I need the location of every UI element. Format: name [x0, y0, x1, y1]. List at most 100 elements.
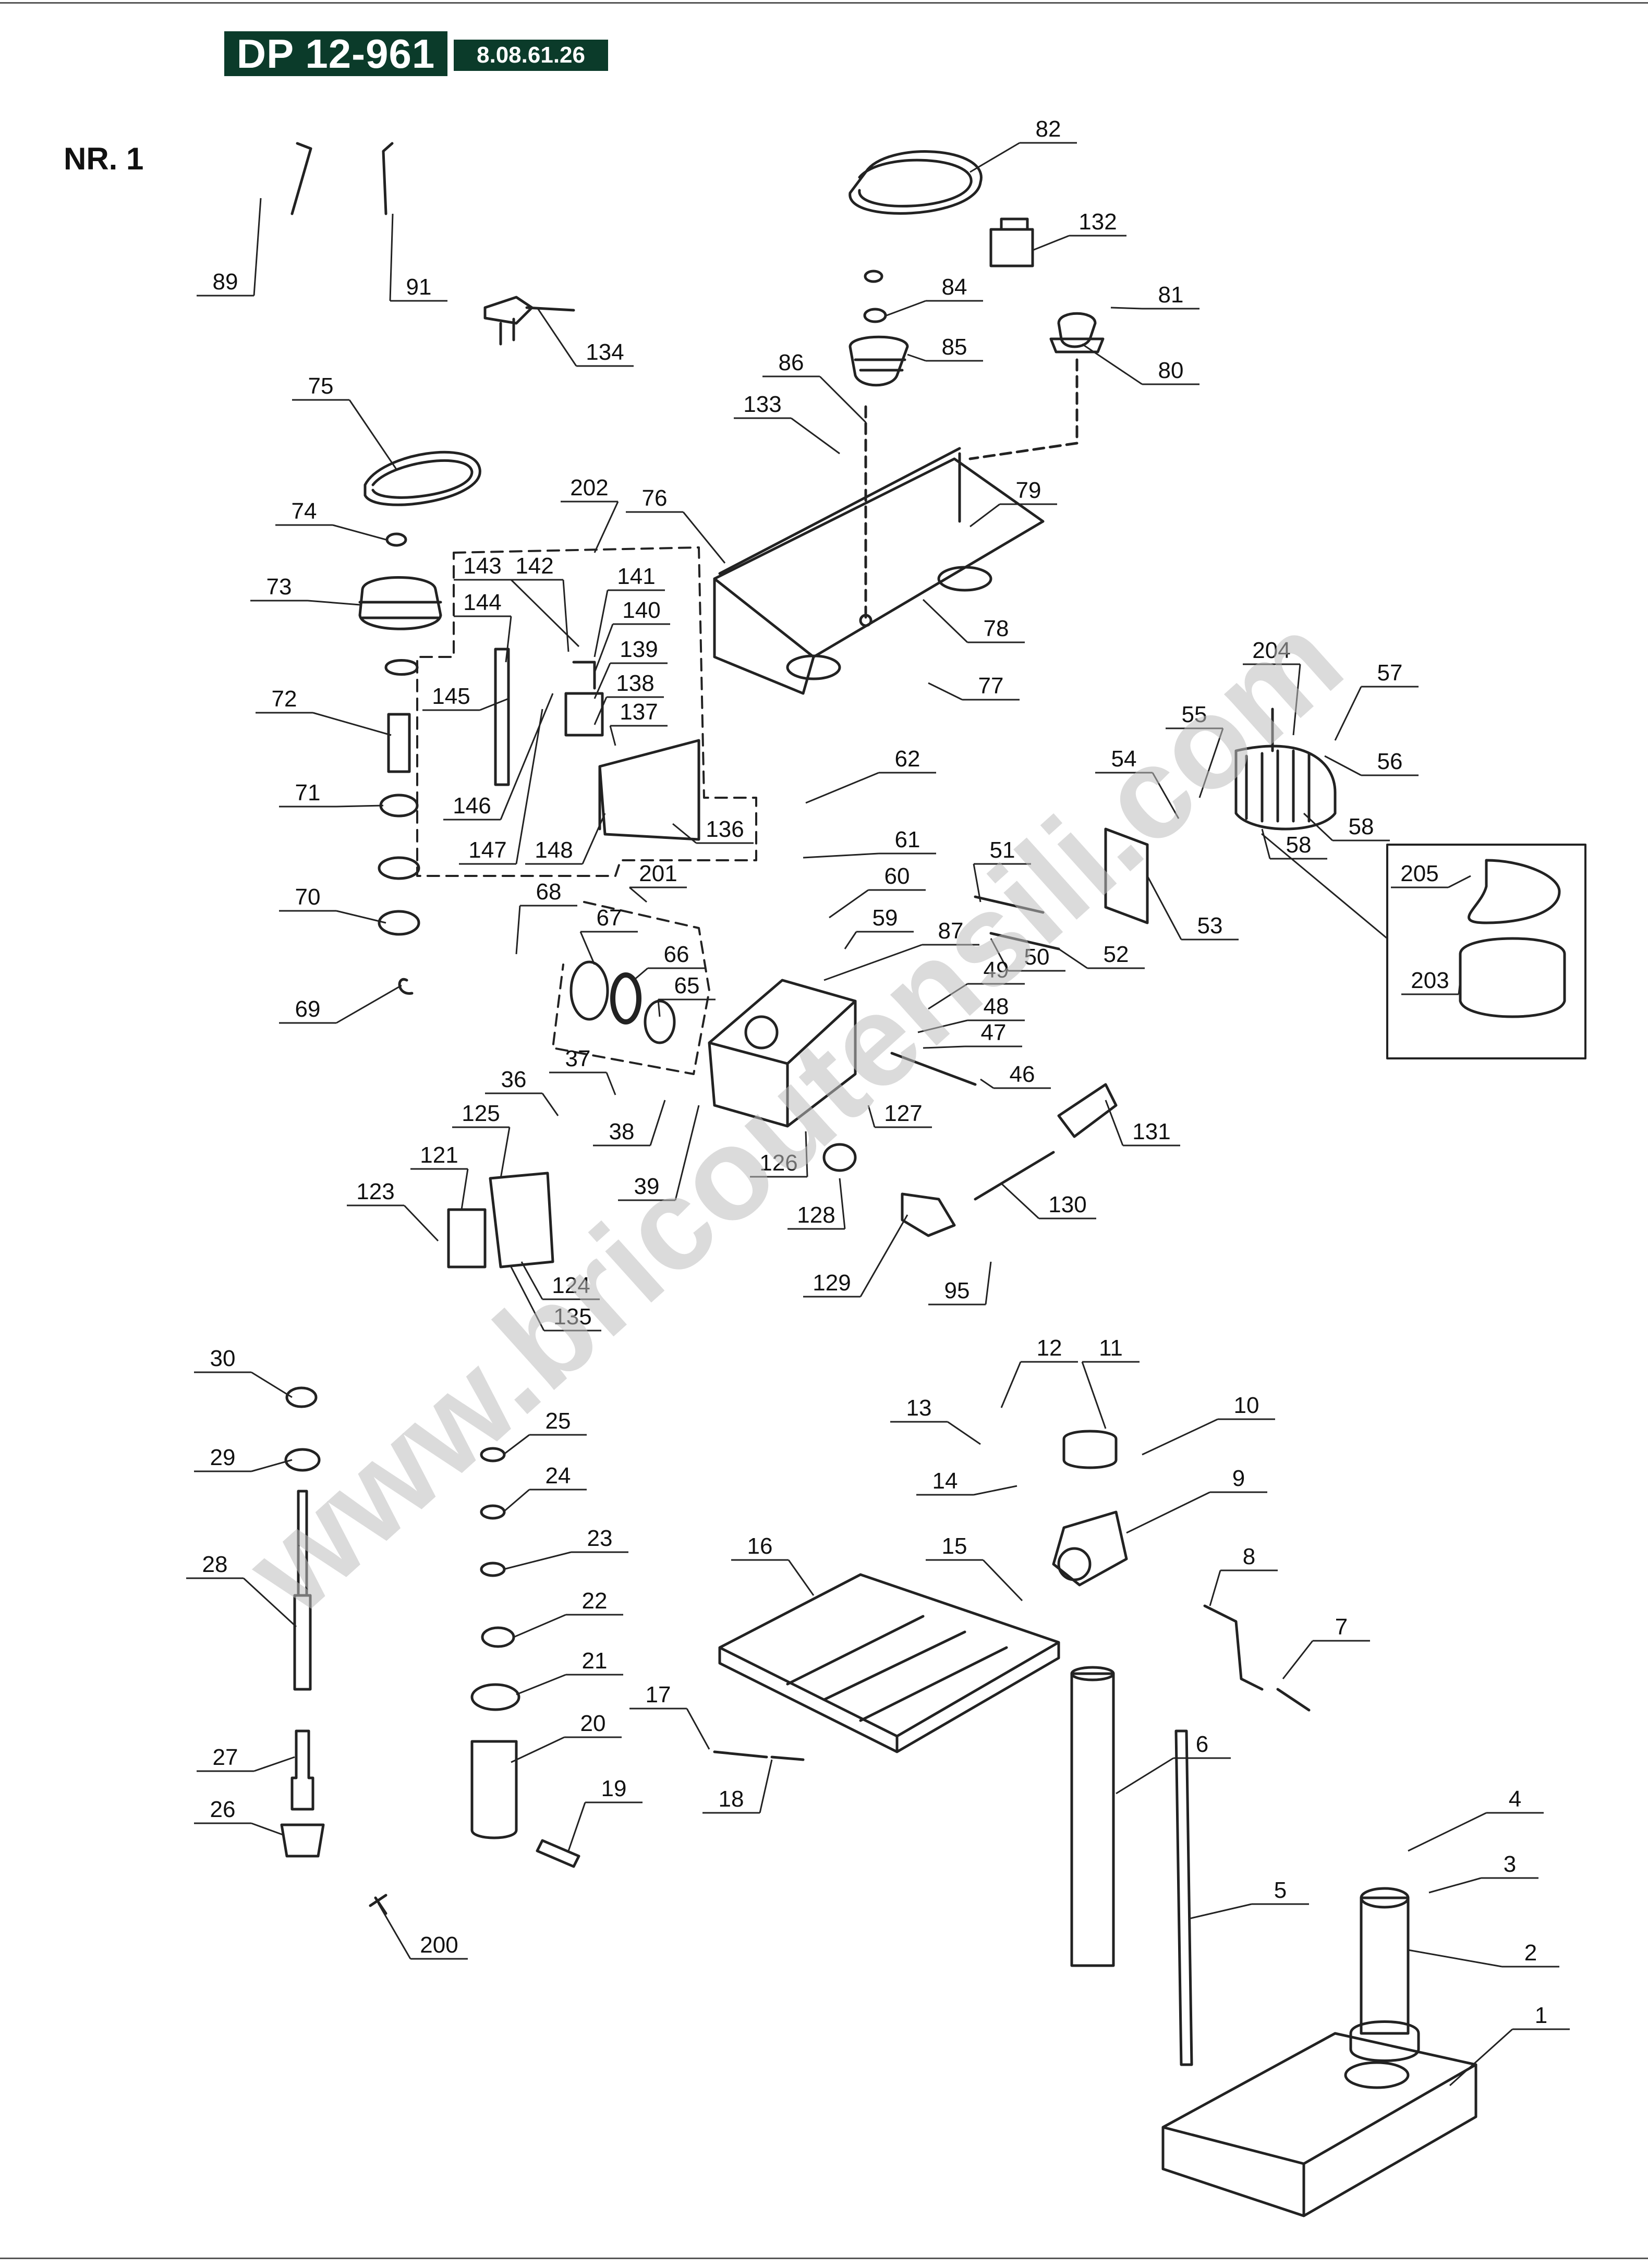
callout-leader-line	[839, 1178, 846, 1229]
callout-leader-line	[593, 501, 619, 553]
callout-leader-line	[520, 1261, 543, 1300]
callout-leader-line	[829, 889, 869, 919]
callout-label: 55	[1182, 702, 1207, 727]
part-quill-20	[470, 1740, 518, 1839]
part-motor-pulley-80	[1049, 312, 1105, 353]
part-handle-7	[1276, 1688, 1311, 1712]
callout-label: 62	[895, 746, 920, 772]
group-201-outline	[552, 901, 710, 1075]
callout-label: 22	[582, 1588, 608, 1614]
callout-leader-line	[1116, 1757, 1174, 1795]
callout-label: 126	[759, 1150, 797, 1176]
callout-label: 80	[1158, 358, 1184, 383]
callout-label: 68	[536, 879, 562, 905]
part-spring-cover-67	[569, 960, 609, 1021]
callout-leader-line	[389, 213, 394, 301]
callout-label: 132	[1079, 209, 1117, 235]
callout-label: 57	[1377, 660, 1403, 686]
part-belt-82	[849, 150, 983, 215]
part-ring-23	[480, 1562, 506, 1577]
part-pinion-shaft-129	[901, 1192, 956, 1237]
callout-label: 56	[1377, 749, 1403, 774]
callout-label: 53	[1197, 913, 1223, 938]
callout-label: 1	[1535, 2003, 1547, 2028]
callout-label: 46	[1010, 1062, 1035, 1087]
callout-leader-line	[759, 1759, 773, 1813]
callout-label: 52	[1104, 942, 1129, 967]
callout-leader-line	[251, 1822, 285, 1836]
callout-leader-line	[541, 1093, 559, 1116]
callout-label: 59	[873, 905, 898, 931]
callout-leader-line	[510, 579, 580, 648]
callout-leader-line	[1458, 980, 1461, 995]
part-washer-84	[863, 308, 887, 323]
callout-leader-line	[672, 823, 697, 844]
callout-label: 203	[1411, 968, 1449, 993]
part-chuck-key-200	[369, 1894, 387, 1915]
callout-label: 70	[295, 884, 321, 910]
callout-leader-line	[1292, 664, 1301, 736]
callout-leader-line	[332, 524, 386, 541]
callout-leader-line	[515, 905, 521, 955]
callout-label: 14	[932, 1468, 958, 1494]
callout-leader-line	[973, 1485, 1017, 1496]
callout-leader-line	[1110, 307, 1143, 310]
callout-leader-line	[1261, 828, 1271, 859]
callout-leader-line	[928, 682, 963, 701]
callout-label: 145	[432, 684, 470, 709]
callout-leader-line	[1408, 1949, 1502, 1968]
part-spline-sleeve-72	[387, 713, 411, 773]
callout-label: 9	[1232, 1466, 1245, 1491]
callout-label: 148	[535, 837, 573, 863]
callout-label: 71	[295, 780, 321, 806]
callout-label: 74	[292, 498, 317, 524]
part-ring-24	[480, 1504, 506, 1520]
callout-label: 129	[813, 1270, 851, 1296]
callout-leader-line	[562, 579, 569, 652]
part-knob-131	[1057, 1083, 1118, 1138]
callout-leader-line	[980, 1078, 994, 1089]
callout-leader-line	[253, 1756, 295, 1772]
callout-label: 19	[601, 1776, 627, 1801]
callout-leader-line	[990, 938, 1009, 971]
callout-leader-line	[500, 1127, 511, 1179]
part-pin-18	[770, 1755, 805, 1761]
callout-label: 77	[978, 673, 1004, 699]
callout-label: 73	[266, 574, 292, 600]
part-bearing-71	[379, 794, 419, 818]
callout-leader-line	[503, 1434, 530, 1456]
watermark: www.bricoutensili.com	[219, 586, 1368, 1641]
callout-leader-line	[1449, 2028, 1513, 2087]
callout-leader-line	[657, 999, 661, 1017]
callout-label: 5	[1274, 1877, 1287, 1903]
callout-label: 15	[942, 1533, 967, 1559]
part-fan-205	[1468, 859, 1561, 924]
callout-label: 135	[553, 1304, 591, 1330]
part-handle-rod-130	[974, 1151, 1055, 1201]
callout-leader-line	[1189, 1903, 1252, 1920]
callout-label: 200	[420, 1932, 458, 1958]
callout-label: 142	[515, 553, 553, 579]
part-feed-shaft-51	[974, 895, 1045, 914]
callout-leader-line	[536, 307, 577, 367]
part-bolt-17	[713, 1750, 768, 1759]
callout-label: 2	[1524, 1940, 1537, 1966]
part-base-1	[1161, 2032, 1477, 2217]
part-table-bracket-9	[1052, 1510, 1128, 1587]
callout-label: 140	[622, 598, 660, 623]
part-plug-134	[483, 296, 575, 346]
callout-label: 131	[1132, 1119, 1170, 1144]
part-collar-11	[1062, 1430, 1118, 1469]
callout-leader-line	[510, 1266, 545, 1331]
callout-leader-line	[251, 1459, 293, 1472]
part-spring-seat-65	[644, 999, 676, 1044]
callout-leader-line	[336, 910, 386, 924]
callout-label: 67	[597, 905, 622, 931]
callout-label: 54	[1111, 746, 1137, 772]
callout-label: 50	[1024, 944, 1050, 970]
callout-label: 143	[463, 553, 501, 579]
callout-label: 58	[1349, 814, 1374, 839]
callout-label: 89	[213, 269, 238, 295]
callout-leader-line	[1198, 728, 1224, 798]
callout-label: 202	[570, 475, 608, 501]
